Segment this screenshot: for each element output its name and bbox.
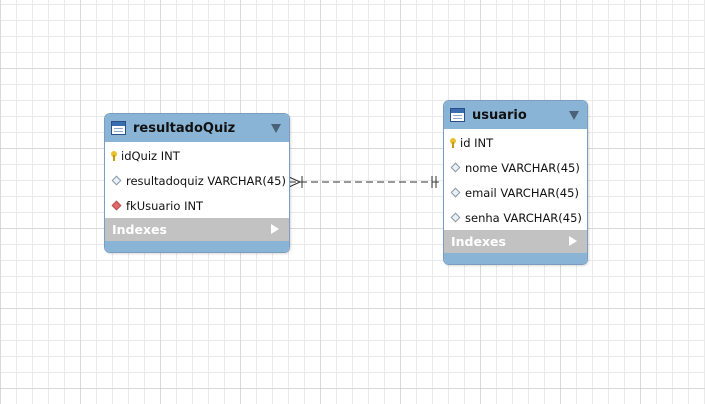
column-label: resultadoquiz VARCHAR(45)	[126, 173, 286, 188]
entity-footer	[444, 253, 587, 264]
entity-title: resultadoQuiz	[133, 120, 236, 136]
crowfoot-upper	[288, 176, 301, 183]
indexes-section[interactable]: Indexes	[105, 218, 289, 241]
table-icon	[111, 121, 126, 135]
expand-arrow-icon[interactable]	[569, 236, 577, 246]
diamond-icon	[450, 162, 461, 173]
entity-footer	[105, 241, 289, 252]
entity-usuario[interactable]: usuario id INT nome VARCHAR(45) email VA…	[443, 100, 588, 265]
column-label: email VARCHAR(45)	[465, 185, 579, 200]
column-label: fkUsuario INT	[126, 198, 204, 213]
column-row[interactable]: email VARCHAR(45)	[444, 180, 587, 205]
table-icon	[450, 108, 465, 122]
indexes-label: Indexes	[451, 234, 506, 249]
column-label: id INT	[460, 135, 494, 150]
column-row[interactable]: nome VARCHAR(45)	[444, 155, 587, 180]
fk-diamond-icon	[111, 200, 122, 211]
entity-resultadoquiz[interactable]: resultadoQuiz idQuiz INT resultadoquiz V…	[104, 113, 290, 253]
column-row[interactable]: fkUsuario INT	[105, 193, 289, 218]
diamond-icon	[450, 187, 461, 198]
collapse-arrow-icon[interactable]	[569, 111, 579, 120]
column-label: nome VARCHAR(45)	[465, 160, 580, 175]
key-icon	[111, 150, 117, 161]
expand-arrow-icon[interactable]	[271, 224, 279, 234]
diamond-icon	[450, 212, 461, 223]
column-row[interactable]: senha VARCHAR(45)	[444, 205, 587, 230]
column-label: idQuiz INT	[121, 148, 180, 163]
indexes-label: Indexes	[112, 222, 167, 237]
column-list: id INT nome VARCHAR(45) email VARCHAR(45…	[444, 129, 587, 230]
indexes-section[interactable]: Indexes	[444, 230, 587, 253]
entity-header[interactable]: resultadoQuiz	[105, 114, 289, 142]
column-label: senha VARCHAR(45)	[465, 210, 582, 225]
column-list: idQuiz INT resultadoquiz VARCHAR(45) fkU…	[105, 142, 289, 218]
crowfoot-lower	[288, 181, 301, 188]
column-row[interactable]: id INT	[444, 130, 587, 155]
column-row[interactable]: resultadoquiz VARCHAR(45)	[105, 168, 289, 193]
entity-header[interactable]: usuario	[444, 101, 587, 129]
diamond-icon	[111, 175, 122, 186]
entity-title: usuario	[472, 107, 527, 123]
key-icon	[450, 137, 456, 148]
collapse-arrow-icon[interactable]	[271, 124, 281, 133]
column-row[interactable]: idQuiz INT	[105, 143, 289, 168]
